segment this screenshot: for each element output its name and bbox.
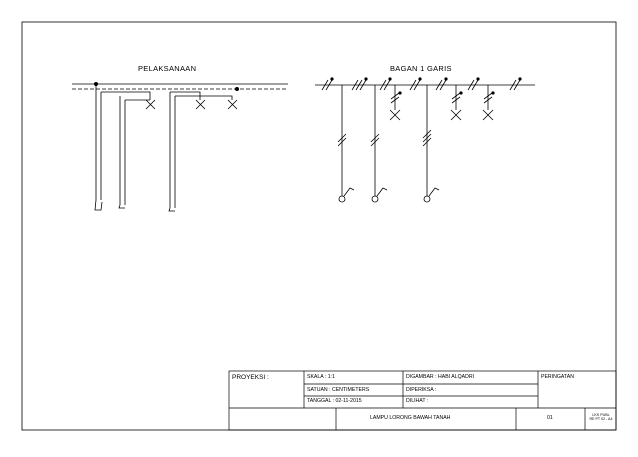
title-block (228, 370, 617, 431)
sheet-number: 01 (547, 415, 553, 421)
lamp-symbol-2 (195, 99, 206, 110)
satuan-field: SATUAN : CENTIMETERS (307, 387, 370, 393)
lamp-drop-dot-1 (398, 91, 402, 95)
junction-dot-2 (234, 87, 239, 92)
conductor-ticks-3 (379, 79, 391, 91)
branch-ticks-3 (422, 129, 432, 147)
title-block-frame (228, 370, 617, 431)
tick-dot-5 (444, 77, 448, 81)
vertical-pipe-3 (169, 92, 176, 208)
switch-lever-3 (428, 187, 440, 197)
switch-symbol-1 (338, 195, 346, 203)
switch-lever-1 (343, 187, 355, 197)
lamp-drop-ticks-3 (483, 92, 493, 104)
skala-field: SKALA : 1:1 (307, 374, 335, 380)
conductor-ticks-7 (509, 79, 521, 91)
tick-dot-3 (388, 77, 392, 81)
lamp-drop-dot-2 (459, 91, 463, 95)
switch-symbol-2 (371, 195, 379, 203)
lamp-x-2 (450, 109, 462, 121)
lamp-x-3 (482, 109, 494, 121)
lamp-x-1 (389, 109, 401, 121)
conductor-ticks-6 (467, 79, 479, 91)
conductor-ticks-2 (351, 79, 367, 91)
wire-frame-3 (170, 91, 201, 100)
lamp-drop-dot-3 (491, 91, 495, 95)
pelaksanaan-diagram (72, 82, 288, 212)
lamp-symbol-3 (227, 99, 238, 110)
peringatan-field: PERINGATAN (541, 374, 574, 380)
tick-dot-6 (476, 77, 480, 81)
lamp-symbol-1 (145, 99, 156, 110)
sheet-code: LKS PUBL RE PT 02 - A4 (588, 413, 614, 421)
sheet-border (21, 21, 617, 431)
tick-dot-2 (364, 77, 368, 81)
sheet-code-line-2: RE PT 02 - A4 (589, 417, 613, 422)
branch-ticks-2 (370, 133, 380, 147)
switch-box-3 (168, 207, 175, 212)
drawing-title: LAMPU LORONG BAWAH TANAH (370, 415, 451, 421)
proyeksi-label: PROYEKSI : (232, 374, 269, 381)
conductor-ticks-5 (435, 79, 447, 91)
single-line-diagram (315, 77, 535, 203)
lamp-drop-ticks-2 (451, 92, 461, 104)
pelaksanaan-title: PELAKSANAAN (138, 64, 197, 73)
vertical-pipe-1 (95, 84, 102, 200)
wire-frame-4 (175, 95, 233, 100)
sheet-code-line-1: LKS PUBL (592, 413, 610, 417)
switch-box-1 (94, 199, 103, 211)
vertical-pipe-2 (119, 96, 126, 205)
conductor-ticks-1 (321, 79, 333, 91)
switch-symbol-3 (423, 195, 431, 203)
wire-frame-1 (101, 91, 151, 100)
tanggal-field: TANGGAL : 02-11-2015 (307, 398, 362, 404)
tick-dot-7 (518, 77, 522, 81)
lamp-drop-ticks-1 (390, 92, 400, 104)
switch-lever-2 (376, 187, 388, 197)
tick-dot-4 (418, 77, 422, 81)
dilihat-field: DILIHAT : (406, 398, 429, 404)
conductor-ticks-4 (409, 79, 421, 91)
digambar-field: DIGAMBAR : HABI ALQADRI (406, 374, 475, 380)
branch-ticks-1 (337, 133, 347, 147)
diperiksa-field: DIPERIKSA : (406, 387, 437, 393)
bagan-1-garis-title: BAGAN 1 GARIS (390, 64, 452, 73)
switch-box-2 (118, 204, 125, 209)
tick-dot-1 (330, 77, 334, 81)
